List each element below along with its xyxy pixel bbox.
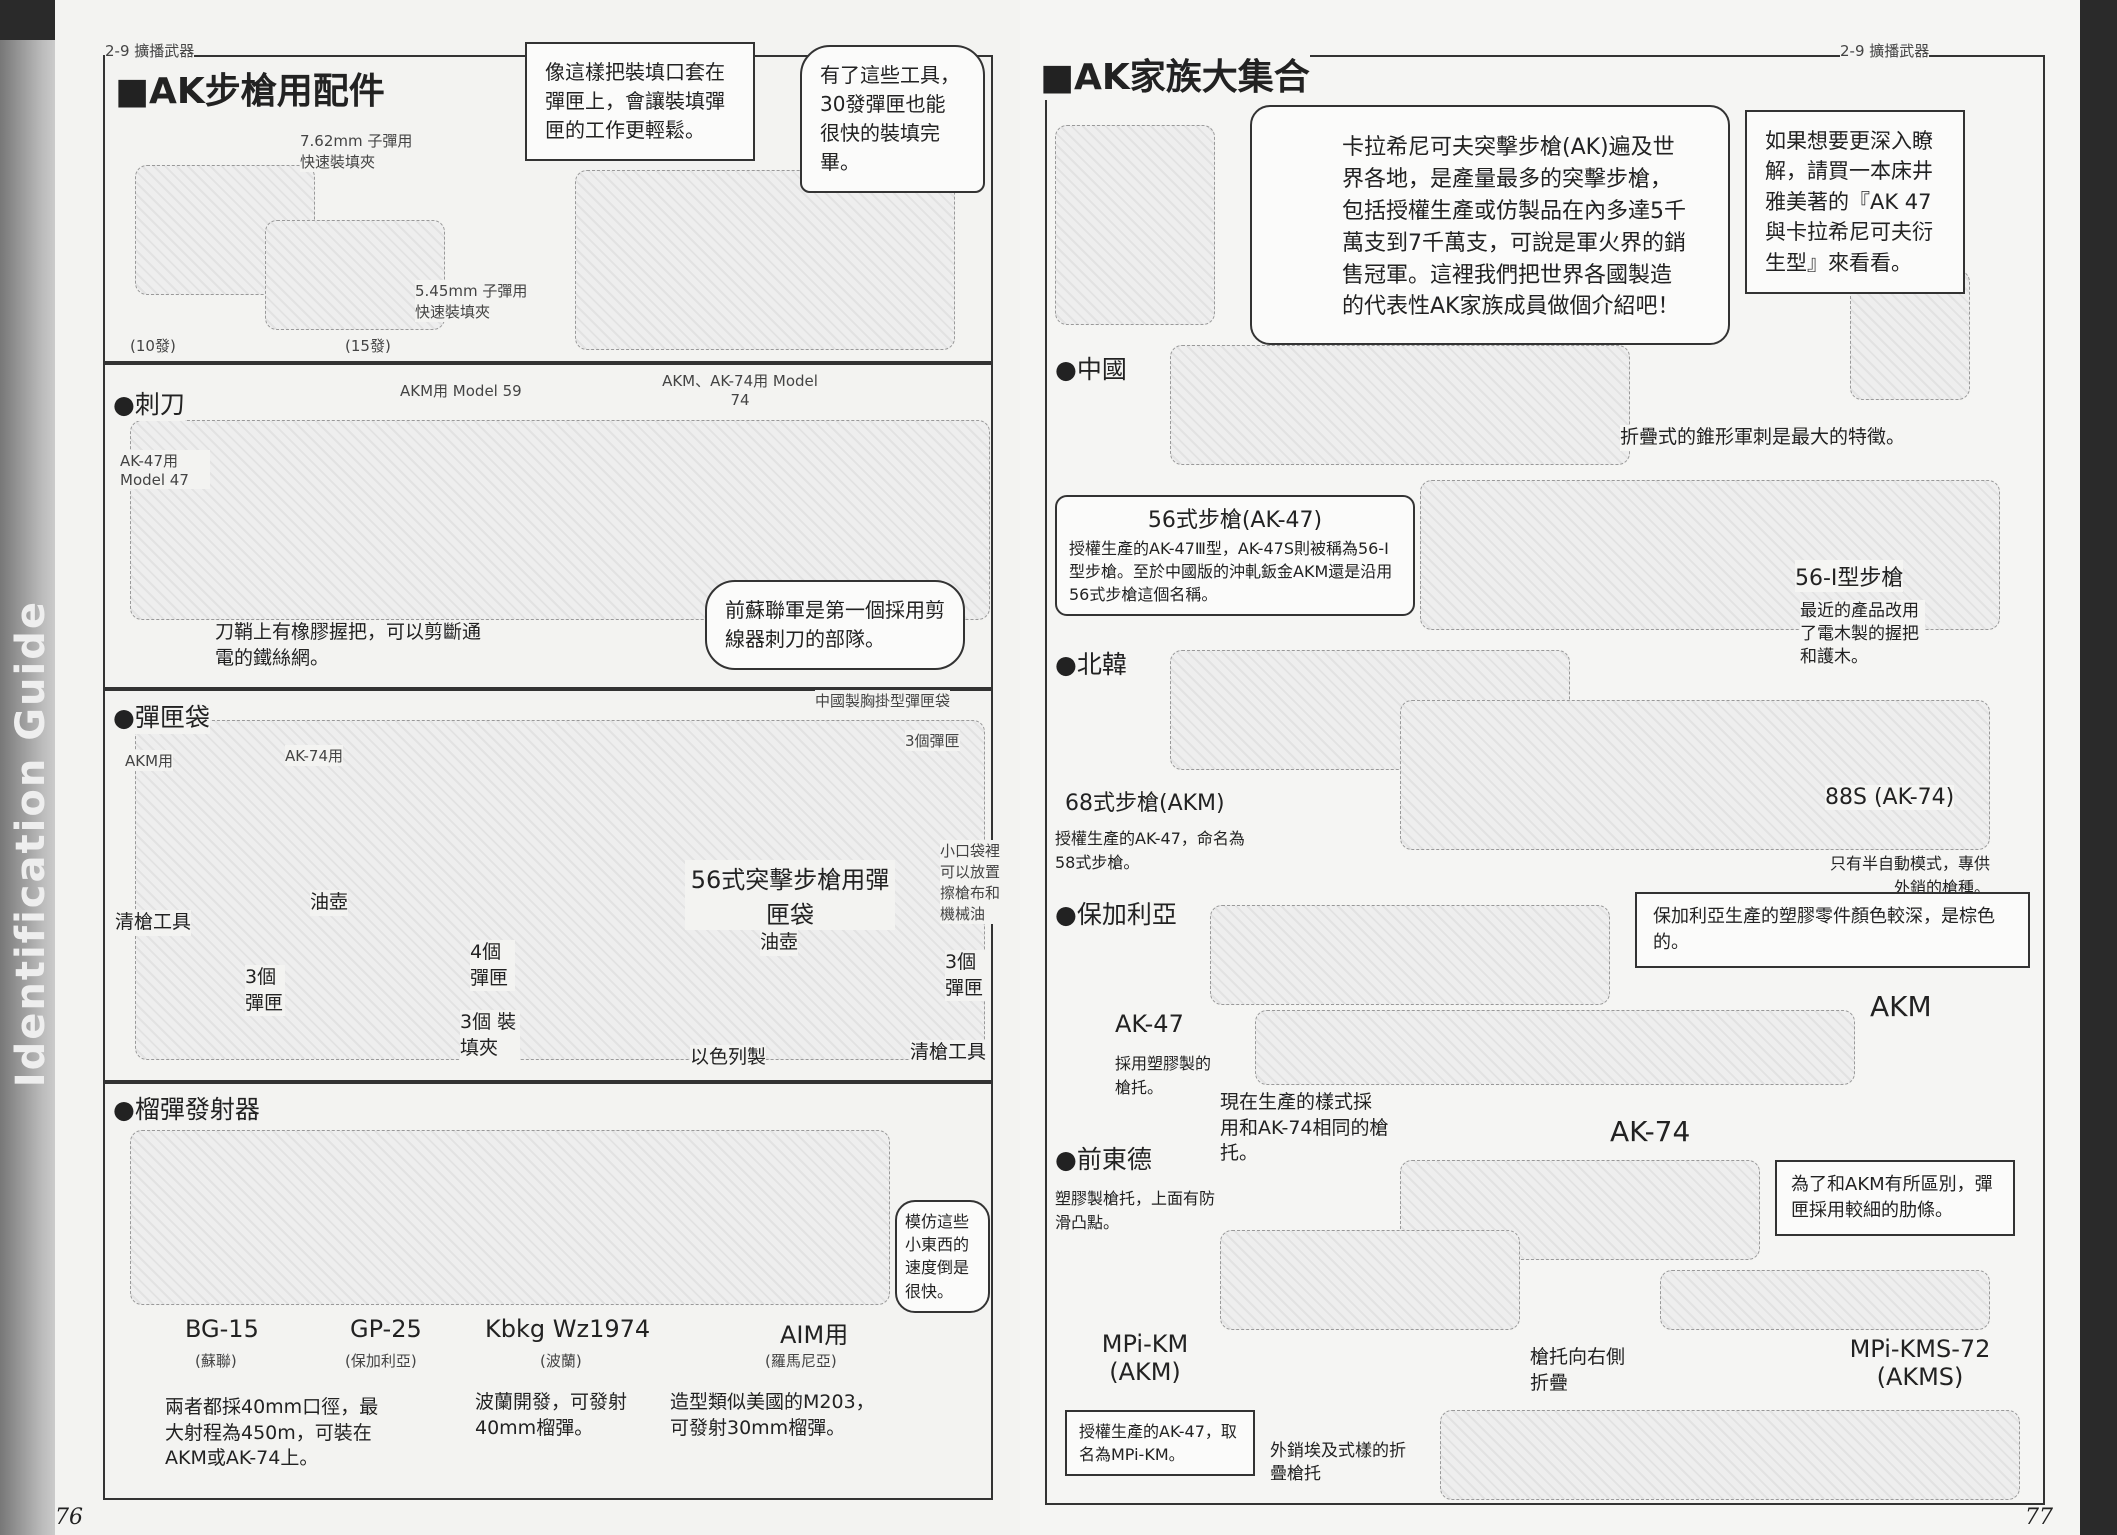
pouch-label: 3個彈匣 xyxy=(905,730,960,751)
pouch-label: 4個 彈匣 xyxy=(470,940,515,992)
pouch-label: 3個 裝填夾 xyxy=(460,1010,520,1062)
pouch-label: 小口袋裡可以放置擦槍布和機械油 xyxy=(940,840,1001,924)
loader-soldier-illustration xyxy=(575,170,955,350)
launcher-country: (波蘭) xyxy=(540,1350,582,1371)
grenade-launcher-panel xyxy=(103,1082,993,1500)
left-page: 2-9 擴播武器 ■AK步槍用配件 像這樣把裝填口套在彈匣上，會讓裝填彈匣的工作… xyxy=(55,0,1020,1535)
right-page: 2-9 擴播武器 ■AK家族大集合 卡拉希尼可夫突擊步槍(AK)遍及世界各地，是… xyxy=(1020,0,2080,1535)
spine-text: Identification Guide xyxy=(8,600,54,1088)
rifle-name: AK-47 xyxy=(1115,1010,1184,1038)
speech-bubble: 模仿這些小東西的速度倒是很快。 xyxy=(895,1200,990,1313)
pouch-label: 油壺 xyxy=(760,930,799,956)
pouch-label: 3個 彈匣 xyxy=(945,950,985,1002)
pouch-label: AK-74用 xyxy=(285,745,344,766)
type56-rifle-illustration xyxy=(1170,345,1630,465)
page-title: ■AK家族大集合 xyxy=(1040,48,1310,100)
rifle-name: MPi-KM (AKM) xyxy=(1075,1330,1215,1386)
type56-callout: 56式步槍(AK-47) 授權生產的AK-47Ⅲ型，AK-47S則被稱為56-Ⅰ… xyxy=(1055,495,1415,617)
page-title: ■AK步槍用配件 xyxy=(115,62,385,114)
rifle-name: MPi-KMS-72 (AKMS) xyxy=(1835,1335,2005,1391)
callout-box: 像這樣把裝填口套在彈匣上，會讓裝填彈匣的工作更輕鬆。 xyxy=(525,42,755,161)
speech-bubble: 有了這些工具，30發彈匣也能很快的裝填完畢。 xyxy=(800,45,985,193)
rifle-desc: 槍托向右側折疊 xyxy=(1530,1345,1630,1397)
bayonet-label: AKM、AK-74用 Model 74 xyxy=(655,370,825,409)
ak74-callout: 為了和AKM有所區別，彈匣採用較細的肋條。 xyxy=(1775,1160,2015,1237)
pouch-label: 56式突擊步槍用彈匣袋 xyxy=(685,860,895,930)
ak-family-panel xyxy=(1045,55,2045,1505)
running-head: 2-9 擴播武器 xyxy=(1840,40,1930,61)
egypt-stock-rifle-illustration xyxy=(1440,1410,2020,1500)
pouch-label: 清槍工具 xyxy=(910,1040,987,1066)
launcher-country: (保加利亞) xyxy=(345,1350,417,1371)
section-heading: ●北韓 xyxy=(1055,645,1127,681)
launcher-name: Kbkg Wz1974 xyxy=(485,1315,651,1343)
section-heading: ●中國 xyxy=(1055,350,1127,386)
bayonet-panel xyxy=(103,363,993,689)
launcher-name: AIM用 xyxy=(780,1315,849,1350)
rifle-desc: 最近的產品改用了電木製的握把和護木。 xyxy=(1800,600,1925,669)
section-heading: ●榴彈發射器 xyxy=(113,1090,260,1126)
rifle-desc: 授權生產的AK-47Ⅲ型，AK-47S則被稱為56-Ⅰ型步槍。至於中國版的沖軋鈑… xyxy=(1069,538,1393,605)
pouch-label: 清槍工具 xyxy=(115,910,192,936)
rifle-name: AKM xyxy=(1870,990,1932,1023)
88s-rifle-illustration xyxy=(1400,700,1990,850)
intro-speech-bubble: 卡拉希尼可夫突擊步槍(AK)遍及世界各地，是產量最多的突擊步槍，包括授權生產或仿… xyxy=(1250,105,1730,345)
rifle-note: 折疊式的錐形軍刺是最大的特徵。 xyxy=(1620,425,1906,451)
bulgarian-ak47-illustration xyxy=(1210,905,1610,1005)
rifle-name: 56-Ⅰ型步槍 xyxy=(1795,560,1904,592)
page-number: 77 xyxy=(2025,1505,2053,1530)
rifle-desc: 授權生產的AK-47，命名為58式步槍。 xyxy=(1055,825,1265,873)
section-heading: ●前東德 xyxy=(1055,1140,1152,1176)
bayonet-label: AK-47用 Model 47 xyxy=(120,450,210,489)
pouch-label: 以色列製 xyxy=(690,1045,767,1071)
section-heading: ●刺刀 xyxy=(113,385,185,421)
clip-762-label: 7.62mm 子彈用 快速裝填夾 xyxy=(300,130,420,172)
count-label: (15發) xyxy=(345,335,391,356)
soldier-illustration xyxy=(1055,125,1215,325)
rifle-name: 88S (AK-74) xyxy=(1825,785,1955,810)
rifle-desc: 採用塑膠製的槍托。 xyxy=(1115,1050,1215,1098)
bayonet-label: AKM用 Model 59 xyxy=(400,380,522,401)
page-number: 76 xyxy=(55,1505,83,1530)
running-head: 2-9 擴播武器 xyxy=(105,40,195,61)
clip-545-label: 5.45mm 子彈用 快速裝填夾 xyxy=(415,280,535,322)
pouch-label: 中國製胸掛型彈匣袋 xyxy=(815,690,951,711)
rifle-desc: 外銷埃及式樣的折疊槍托 xyxy=(1270,1440,1420,1486)
rifle-name: AK-74 xyxy=(1610,1115,1691,1148)
count-label: (10發) xyxy=(130,335,176,356)
mpi-km-illustration xyxy=(1220,1230,1520,1330)
rifle-name: 56式步槍(AK-47) xyxy=(1147,508,1323,533)
launcher-note: 波蘭開發，可發射40mm榴彈。 xyxy=(475,1390,645,1442)
tip-box: 如果想要更深入瞭解，請買一本床井雅美著的『AK 47與卡拉希尼可夫衍生型』來看看… xyxy=(1745,110,1965,295)
rifle-name: 68式步槍(AKM) xyxy=(1065,785,1225,817)
launcher-country: (蘇聯) xyxy=(195,1350,237,1371)
bulgarian-akm-illustration xyxy=(1255,1010,1855,1085)
pouch-label: 油壺 xyxy=(310,890,349,916)
launcher-note: 造型類似美國的M203，可發射30mm榴彈。 xyxy=(670,1390,890,1442)
launcher-name: GP-25 xyxy=(350,1315,422,1343)
rifle-desc: 現在生產的樣式採用和AK-74相同的槍托。 xyxy=(1220,1090,1390,1167)
launcher-name: BG-15 xyxy=(185,1315,259,1343)
mpi-km-callout: 授權生產的AK-47，取名為MPi-KM。 xyxy=(1065,1410,1255,1477)
launcher-country: (羅馬尼亞) xyxy=(765,1350,837,1371)
launcher-note: 兩者都採40mm口徑，最大射程為450m，可裝在AKM或AK-74上。 xyxy=(165,1395,395,1472)
pouch-label: 3個 彈匣 xyxy=(245,965,285,1017)
bulgaria-callout: 保加利亞生產的塑膠零件顏色較深，是棕色的。 xyxy=(1635,892,2030,969)
pouch-label: AKM用 xyxy=(125,750,174,771)
speech-bubble: 前蘇聯軍是第一個採用剪線器刺刀的部隊。 xyxy=(705,580,965,670)
bayonet-note: 刀鞘上有橡膠握把，可以剪斷通電的鐵絲網。 xyxy=(215,620,495,672)
rifle-desc: 塑膠製槍托，上面有防滑凸點。 xyxy=(1055,1185,1215,1233)
grenade-launchers-illustration xyxy=(130,1130,890,1305)
mpi-kms72-illustration xyxy=(1660,1270,1990,1330)
section-heading: ●保加利亞 xyxy=(1055,895,1177,931)
section-heading: ●彈匣袋 xyxy=(113,698,210,734)
rifle-desc: 只有半自動模式，專供外銷的槍種。 xyxy=(1820,850,1990,898)
